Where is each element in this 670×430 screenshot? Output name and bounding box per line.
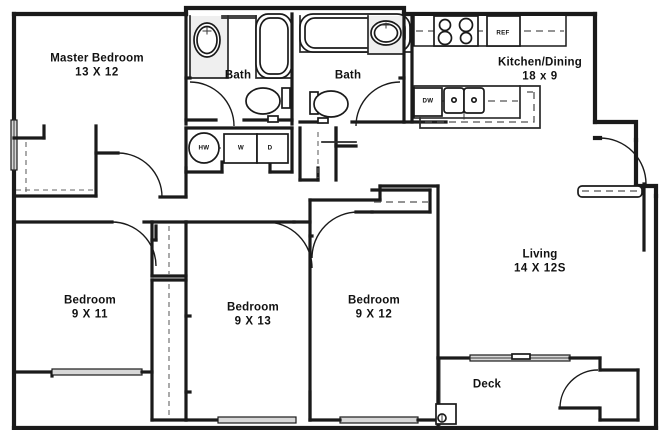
hall-bath-sink-icon — [367, 15, 405, 55]
entry-area — [577, 135, 647, 252]
laundry-utility — [184, 126, 294, 174]
hall-bath-toilet-icon — [309, 90, 349, 118]
hall-bath — [298, 12, 411, 127]
entry-closet — [577, 185, 643, 198]
master-bedroom-walls — [12, 12, 188, 199]
dishwasher-icon — [413, 87, 443, 117]
kitchen-sink-icon — [443, 87, 485, 120]
shared-closet-column — [150, 220, 188, 278]
kitchen-dining — [402, 12, 567, 129]
deck-area — [435, 356, 640, 430]
living-room-walls — [378, 184, 602, 362]
window-left-exterior — [10, 119, 18, 171]
bedroom-4-walls — [308, 188, 440, 424]
bedroom-3-walls — [150, 220, 313, 424]
master-bath-sink-icon — [193, 22, 221, 58]
exterior-walls — [11, 5, 659, 430]
deck-storage-icon — [435, 403, 457, 425]
master-bath — [184, 12, 294, 127]
hall-linen-closet — [298, 126, 358, 182]
kitchen-range-icon — [433, 15, 479, 47]
master-bath-tub-icon — [255, 13, 293, 79]
master-bath-toilet-icon — [245, 87, 291, 115]
bedroom-2-walls — [12, 220, 157, 430]
refrigerator-icon — [486, 15, 521, 47]
